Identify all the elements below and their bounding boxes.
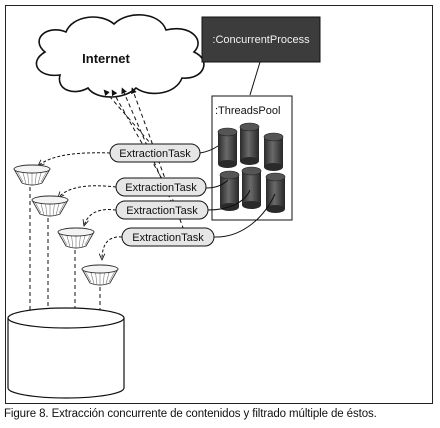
task-label: ExtractionTask [126, 205, 198, 217]
extraction-task-1: ExtractionTask [109, 143, 201, 163]
concurrent-process-box: :ConcurrentProcess [201, 16, 321, 63]
threads-pool-box: :ThreadsPool [211, 95, 293, 221]
filter-db-arrows [27, 187, 103, 319]
figure-frame [5, 5, 433, 404]
cloud-icon [35, 14, 205, 98]
extraction-task-3: ExtractionTask [115, 200, 209, 220]
extraction-task-2: ExtractionTask [115, 177, 207, 197]
process-label: :ConcurrentProcess [212, 34, 310, 46]
task-filter-arrows [38, 152, 123, 260]
internet-cloud: Internet [35, 14, 205, 98]
cylinder-icon [217, 122, 286, 213]
task-label: ExtractionTask [119, 148, 191, 160]
pool-label: :ThreadsPool [215, 105, 280, 117]
database-icon [7, 307, 125, 399]
thread-task-links [199, 145, 276, 238]
cloud-label: Internet [82, 51, 130, 66]
filter-icon [13, 164, 119, 286]
figure-caption: Figure 8. Extracción concurrente de cont… [4, 408, 377, 420]
task-label: ExtractionTask [125, 182, 197, 194]
extraction-task-4: ExtractionTask [121, 227, 215, 247]
process-pool-connector [249, 61, 261, 96]
task-label: ExtractionTask [132, 232, 204, 244]
process-rect [201, 16, 321, 63]
